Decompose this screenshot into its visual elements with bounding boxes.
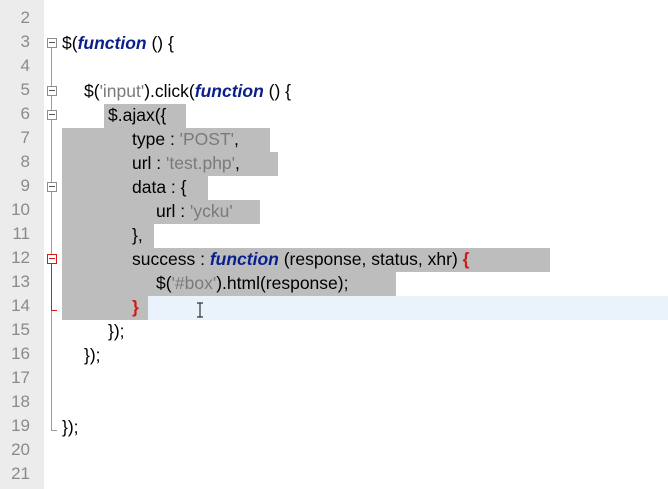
selection xyxy=(62,128,270,152)
line-number: 11 xyxy=(12,224,30,243)
line-number: 9 xyxy=(20,176,30,195)
selection xyxy=(104,104,186,128)
fold-minus-icon[interactable] xyxy=(47,254,57,264)
line-number: 7 xyxy=(20,128,30,147)
line-number: 20 xyxy=(11,440,30,459)
code-line: $(function () { xyxy=(62,33,174,53)
selection xyxy=(62,152,278,176)
line-number: 6 xyxy=(20,104,30,123)
code-line: } xyxy=(132,297,139,317)
fold-minus-icon[interactable] xyxy=(47,182,57,192)
selection xyxy=(62,224,154,248)
fold-guide-end xyxy=(51,310,57,311)
selection xyxy=(62,272,396,296)
line-number: 16 xyxy=(11,344,30,363)
line-number: 14 xyxy=(11,296,30,315)
code-line: url : 'test.php', xyxy=(132,153,240,173)
fold-margin xyxy=(44,0,62,489)
code-line: $.ajax({ xyxy=(108,105,167,125)
text-ibeam-icon xyxy=(197,302,203,318)
selection xyxy=(62,296,148,320)
line-number: 8 xyxy=(20,152,30,171)
code-line: }); xyxy=(62,417,79,437)
line-number: 3 xyxy=(20,32,30,51)
fold-guide-end xyxy=(51,430,57,431)
line-number: 19 xyxy=(11,416,30,435)
code-line: type : 'POST', xyxy=(132,129,239,149)
code-line: }); xyxy=(108,321,125,341)
code-line: url : 'ycku' xyxy=(156,201,233,221)
fold-guide xyxy=(51,48,52,430)
code-line: }); xyxy=(84,345,101,365)
code-line: success : function (response, status, xh… xyxy=(132,249,470,269)
line-number: 5 xyxy=(20,80,30,99)
line-number: 12 xyxy=(11,248,30,267)
line-number: 2 xyxy=(20,8,30,27)
fold-minus-icon[interactable] xyxy=(47,110,57,120)
line-number: 4 xyxy=(20,56,30,75)
selection xyxy=(62,200,260,224)
line-number: 13 xyxy=(11,272,30,291)
selection xyxy=(62,248,550,272)
line-number: 18 xyxy=(11,392,30,411)
code-line: data : { xyxy=(132,177,187,197)
fold-minus-icon[interactable] xyxy=(47,86,57,96)
code-line: }, xyxy=(132,225,143,245)
line-number: 21 xyxy=(11,464,30,483)
fold-minus-icon[interactable] xyxy=(47,38,57,48)
selection xyxy=(62,176,208,200)
line-number: 17 xyxy=(11,368,30,387)
code-line: $('input').click(function () { xyxy=(84,81,291,101)
line-number-gutter: 2 3 4 5 6 7 8 9 10 11 12 13 14 15 16 17 … xyxy=(0,0,44,489)
fold-guide-active xyxy=(51,264,52,310)
line-number: 15 xyxy=(11,320,30,339)
current-line-highlight xyxy=(62,296,668,320)
line-number: 10 xyxy=(11,200,30,219)
code-line: $('#box').html(response); xyxy=(156,273,349,293)
